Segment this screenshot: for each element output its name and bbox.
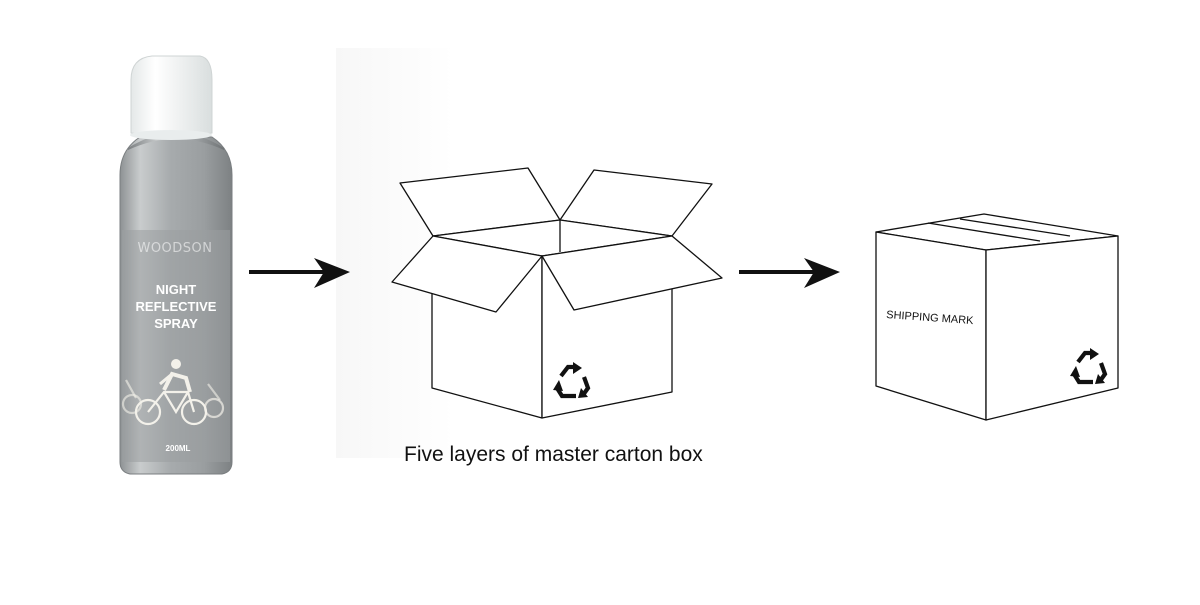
carton-caption: Five layers of master carton box (404, 443, 703, 466)
recycle-icon (553, 362, 591, 399)
brand-logo-text: WOODSON (137, 241, 212, 256)
volume-label: 200ML (166, 444, 191, 453)
arrow-right-icon (739, 258, 840, 288)
open-master-carton (391, 167, 723, 419)
shipping-carton: SHIPPING MARK (875, 213, 1119, 421)
product-name-line-2: REFLECTIVE (136, 299, 217, 314)
product-name-line-1: NIGHT (156, 282, 197, 297)
recycle-icon (1070, 348, 1108, 385)
front-left-flap (391, 235, 543, 313)
product-name-line-3: SPRAY (154, 316, 198, 331)
arrow-right-icon (249, 258, 350, 288)
front-right-flap (541, 235, 723, 311)
box-side-face (985, 235, 1119, 421)
spray-can: WOODSON NIGHT REFLECTIVE SPRAY 200ML (119, 55, 233, 475)
cyclist-graphic (121, 359, 225, 426)
